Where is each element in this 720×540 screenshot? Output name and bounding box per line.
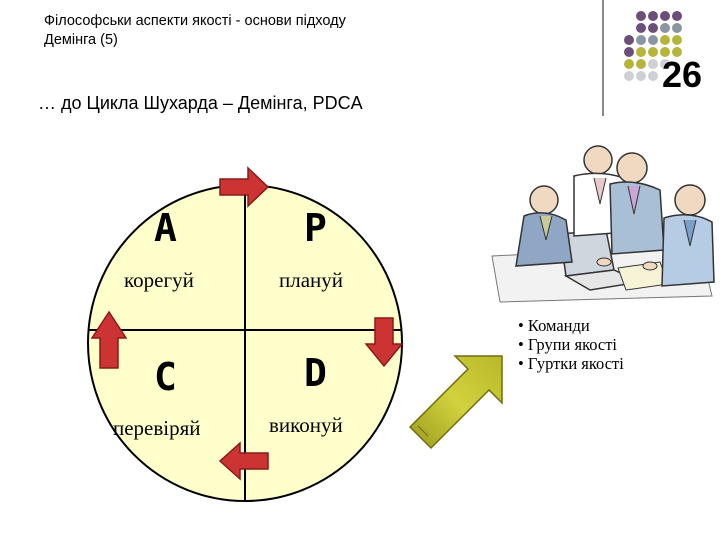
decor-dot bbox=[648, 11, 658, 21]
decor-dot bbox=[624, 59, 634, 69]
quadrant-word-c: перевіряй bbox=[113, 416, 201, 440]
decor-dot bbox=[636, 35, 646, 45]
quadrant-word-a: корегуй bbox=[124, 268, 194, 292]
decor-dot bbox=[672, 47, 682, 57]
decor-dot bbox=[648, 59, 658, 69]
page-number: 26 bbox=[661, 54, 703, 95]
decor-dot bbox=[660, 35, 670, 45]
big-diagonal-arrow-icon bbox=[408, 355, 503, 450]
decor-dot bbox=[648, 71, 658, 81]
arrow-down-icon bbox=[364, 317, 404, 368]
decor-dot bbox=[648, 23, 658, 33]
header-divider bbox=[602, 0, 604, 116]
decor-dot bbox=[660, 47, 670, 57]
decor-dot bbox=[636, 11, 646, 21]
decor-dot bbox=[648, 47, 658, 57]
bullet-item: • Групи якості bbox=[518, 335, 618, 354]
arrow-left-icon bbox=[218, 441, 269, 481]
decor-dot bbox=[660, 11, 670, 21]
decor-dot bbox=[636, 71, 646, 81]
quadrant-letter-d: D bbox=[304, 351, 327, 395]
quadrant-letter-p: P bbox=[304, 206, 327, 250]
decor-dot bbox=[624, 47, 634, 57]
decor-dot bbox=[672, 11, 682, 21]
decor-dot bbox=[624, 71, 634, 81]
decor-dot bbox=[636, 59, 646, 69]
slide-subtitle: … до Цикла Шухарда – Демінга, PDCA bbox=[38, 93, 363, 113]
dot-grid-decoration bbox=[610, 8, 710, 108]
slide-header-title: Філософськи аспекти якості - основи підх… bbox=[44, 13, 346, 48]
arrow-up-icon bbox=[90, 310, 128, 369]
decor-dot bbox=[648, 35, 658, 45]
decor-dot bbox=[624, 35, 634, 45]
decor-dot bbox=[660, 23, 670, 33]
bullet-item: • Команди bbox=[518, 316, 590, 335]
decor-dot bbox=[672, 23, 682, 33]
decor-dot bbox=[672, 35, 682, 45]
arrow-right-icon bbox=[219, 166, 270, 208]
quadrant-letter-c: C bbox=[154, 355, 177, 399]
quadrant-word-d: виконуй bbox=[269, 413, 343, 437]
quadrant-letter-a: A bbox=[154, 206, 177, 250]
bullet-item: • Гуртки якості bbox=[518, 354, 624, 373]
decor-dot bbox=[636, 23, 646, 33]
quadrant-word-p: плануй bbox=[279, 268, 344, 292]
bullet-list: • Команди • Групи якості • Гуртки якості bbox=[518, 316, 624, 373]
decor-dot bbox=[636, 47, 646, 57]
team-meeting-illustration bbox=[491, 145, 715, 303]
decor-dot bbox=[660, 59, 670, 69]
